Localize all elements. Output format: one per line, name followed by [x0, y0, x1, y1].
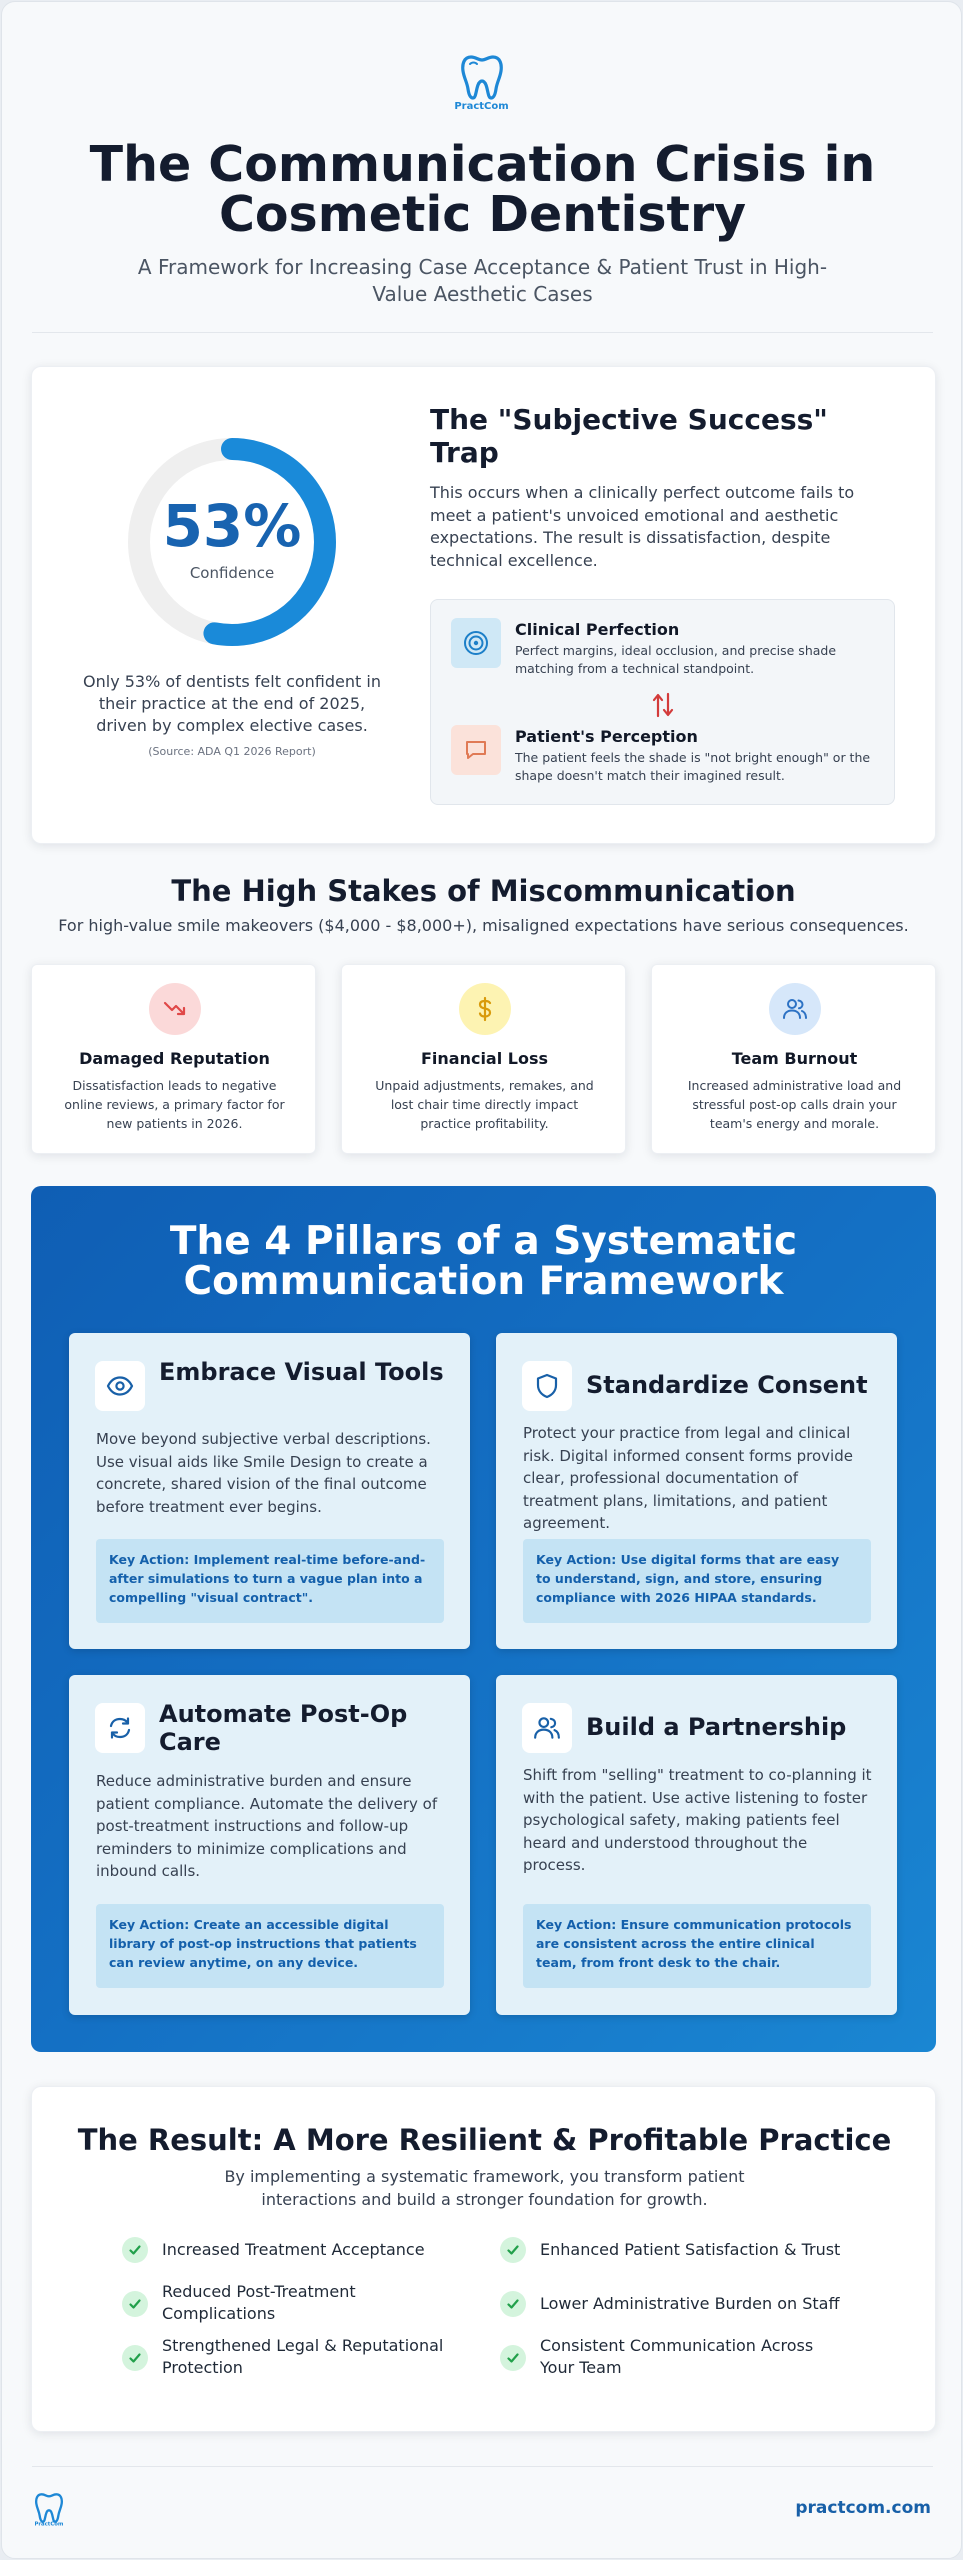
check-icon: [500, 2291, 526, 2317]
pillar-key-action: Key Action: Ensure communication protoco…: [523, 1904, 871, 1988]
target-icon: [451, 618, 501, 668]
users-icon: [522, 1703, 572, 1753]
pillar-body: Reduce administrative burden and ensure …: [96, 1772, 438, 1880]
benefit-item: Consistent Communication Across Your Tea…: [540, 2336, 814, 2377]
benefit-item: Increased Treatment Acceptance: [162, 2240, 425, 2259]
donut-arc: [128, 438, 336, 646]
dollar-icon: [459, 983, 511, 1035]
tooth-icon: [460, 55, 503, 100]
pillar-key-action: Key Action: Implement real-time before-a…: [96, 1539, 444, 1623]
check-icon: [500, 2237, 526, 2263]
pillar-post-op-care: Automate Post-Op Care Reduce administrat…: [69, 1675, 470, 2015]
subjective-success-card: 53% Confidence Only 53% of dentists felt…: [31, 366, 936, 844]
confidence-donut-chart: 53% Confidence: [127, 437, 337, 647]
check-icon: [122, 2291, 148, 2317]
pillars-title: The 4 Pillars of a Systematic Communicat…: [169, 1219, 798, 1304]
footer-tooth-icon: PractCom: [35, 2493, 63, 2526]
trending-down-icon: [149, 983, 201, 1035]
perception-body: The patient feels the shade is "not brig…: [515, 750, 871, 783]
confidence-percent: 53%: [162, 492, 302, 560]
benefit-item: Lower Administrative Burden on Staff: [540, 2294, 840, 2313]
benefit-item: Reduced Post-Treatment Complications: [162, 2282, 356, 2323]
stat-source: (Source: ADA Q1 2026 Report): [148, 745, 316, 758]
trap-title: The "Subjective Success" Trap: [430, 403, 828, 469]
donut-svg: [128, 438, 336, 646]
result-subtitle: By implementing a systematic framework, …: [224, 2167, 745, 2209]
check-icon: [122, 2345, 148, 2371]
benefit-item: Enhanced Patient Satisfaction & Trust: [540, 2240, 841, 2259]
eye-icon: [95, 1361, 145, 1411]
result-title: The Result: A More Resilient & Profitabl…: [77, 2123, 892, 2157]
brand-name: PractCom: [454, 101, 509, 112]
chat-bubble-icon: [451, 725, 501, 775]
pillar-standardize-consent: Standardize Consent Protect your practic…: [496, 1333, 897, 1649]
pillar-title: Build a Partnership: [586, 1713, 847, 1741]
pillars-section: The 4 Pillars of a Systematic Communicat…: [31, 1186, 936, 2052]
pillar-title: Automate Post-Op Care: [159, 1700, 408, 1756]
confidence-label: Confidence: [189, 564, 275, 582]
refresh-icon: [95, 1703, 145, 1753]
shield-icon: [522, 1361, 572, 1411]
stake-title: Team Burnout: [731, 1049, 858, 1068]
check-icon: [500, 2345, 526, 2371]
users-icon: [769, 983, 821, 1035]
stakes-title: The High Stakes of Miscommunication: [171, 874, 796, 908]
stake-card-financial: Financial Loss Unpaid adjustments, remak…: [341, 964, 626, 1154]
stakes-subtitle: For high-value smile makeovers ($4,000 -…: [58, 916, 909, 935]
pillar-title: Standardize Consent: [586, 1371, 868, 1399]
perception-title: Patient's Perception: [515, 727, 698, 746]
stat-description: Only 53% of dentists felt confident in t…: [83, 672, 381, 735]
perception-comparison-box: Clinical Perfection Perfect margins, ide…: [430, 599, 895, 805]
stake-title: Damaged Reputation: [79, 1049, 270, 1068]
footer-divider: [32, 2466, 933, 2467]
stake-body: Increased administrative load and stress…: [687, 1078, 902, 1131]
footer-url-link[interactable]: practcom.com: [795, 2498, 931, 2518]
footer-brand-name: PractCom: [35, 2522, 63, 2526]
page-title: The Communication Crisis in Cosmetic Den…: [89, 136, 876, 243]
stake-title: Financial Loss: [420, 1049, 549, 1068]
up-down-arrows-icon: [652, 692, 674, 718]
check-icon: [122, 2237, 148, 2263]
result-card: The Result: A More Resilient & Profitabl…: [31, 2086, 936, 2432]
trap-body: This occurs when a clinically perfect ou…: [430, 483, 855, 570]
stake-body: Unpaid adjustments, remakes, and lost ch…: [375, 1078, 594, 1131]
benefit-item: Strengthened Legal & Reputational Protec…: [162, 2336, 444, 2377]
pillar-key-action: Key Action: Use digital forms that are e…: [523, 1539, 871, 1623]
pillar-body: Move beyond subjective verbal descriptio…: [96, 1430, 431, 1516]
divider: [32, 332, 933, 333]
pillar-body: Shift from "selling" treatment to co-pla…: [523, 1766, 872, 1874]
pillar-body: Protect your practice from legal and cli…: [523, 1424, 853, 1532]
brand-logo: PractCom: [2, 54, 961, 112]
page-subtitle: A Framework for Increasing Case Acceptan…: [137, 255, 828, 306]
stake-card-reputation: Damaged Reputation Dissatisfaction leads…: [31, 964, 316, 1154]
clinical-body: Perfect margins, ideal occlusion, and pr…: [515, 643, 837, 676]
pillar-key-action: Key Action: Create an accessible digital…: [96, 1904, 444, 1988]
pillar-visual-tools: Embrace Visual Tools Move beyond subject…: [69, 1333, 470, 1649]
stake-card-burnout: Team Burnout Increased administrative lo…: [651, 964, 936, 1154]
clinical-title: Clinical Perfection: [515, 620, 680, 639]
pillar-title: Embrace Visual Tools: [159, 1358, 444, 1386]
pillar-partnership: Build a Partnership Shift from "selling"…: [496, 1675, 897, 2015]
stake-body: Dissatisfaction leads to negative online…: [64, 1078, 285, 1131]
